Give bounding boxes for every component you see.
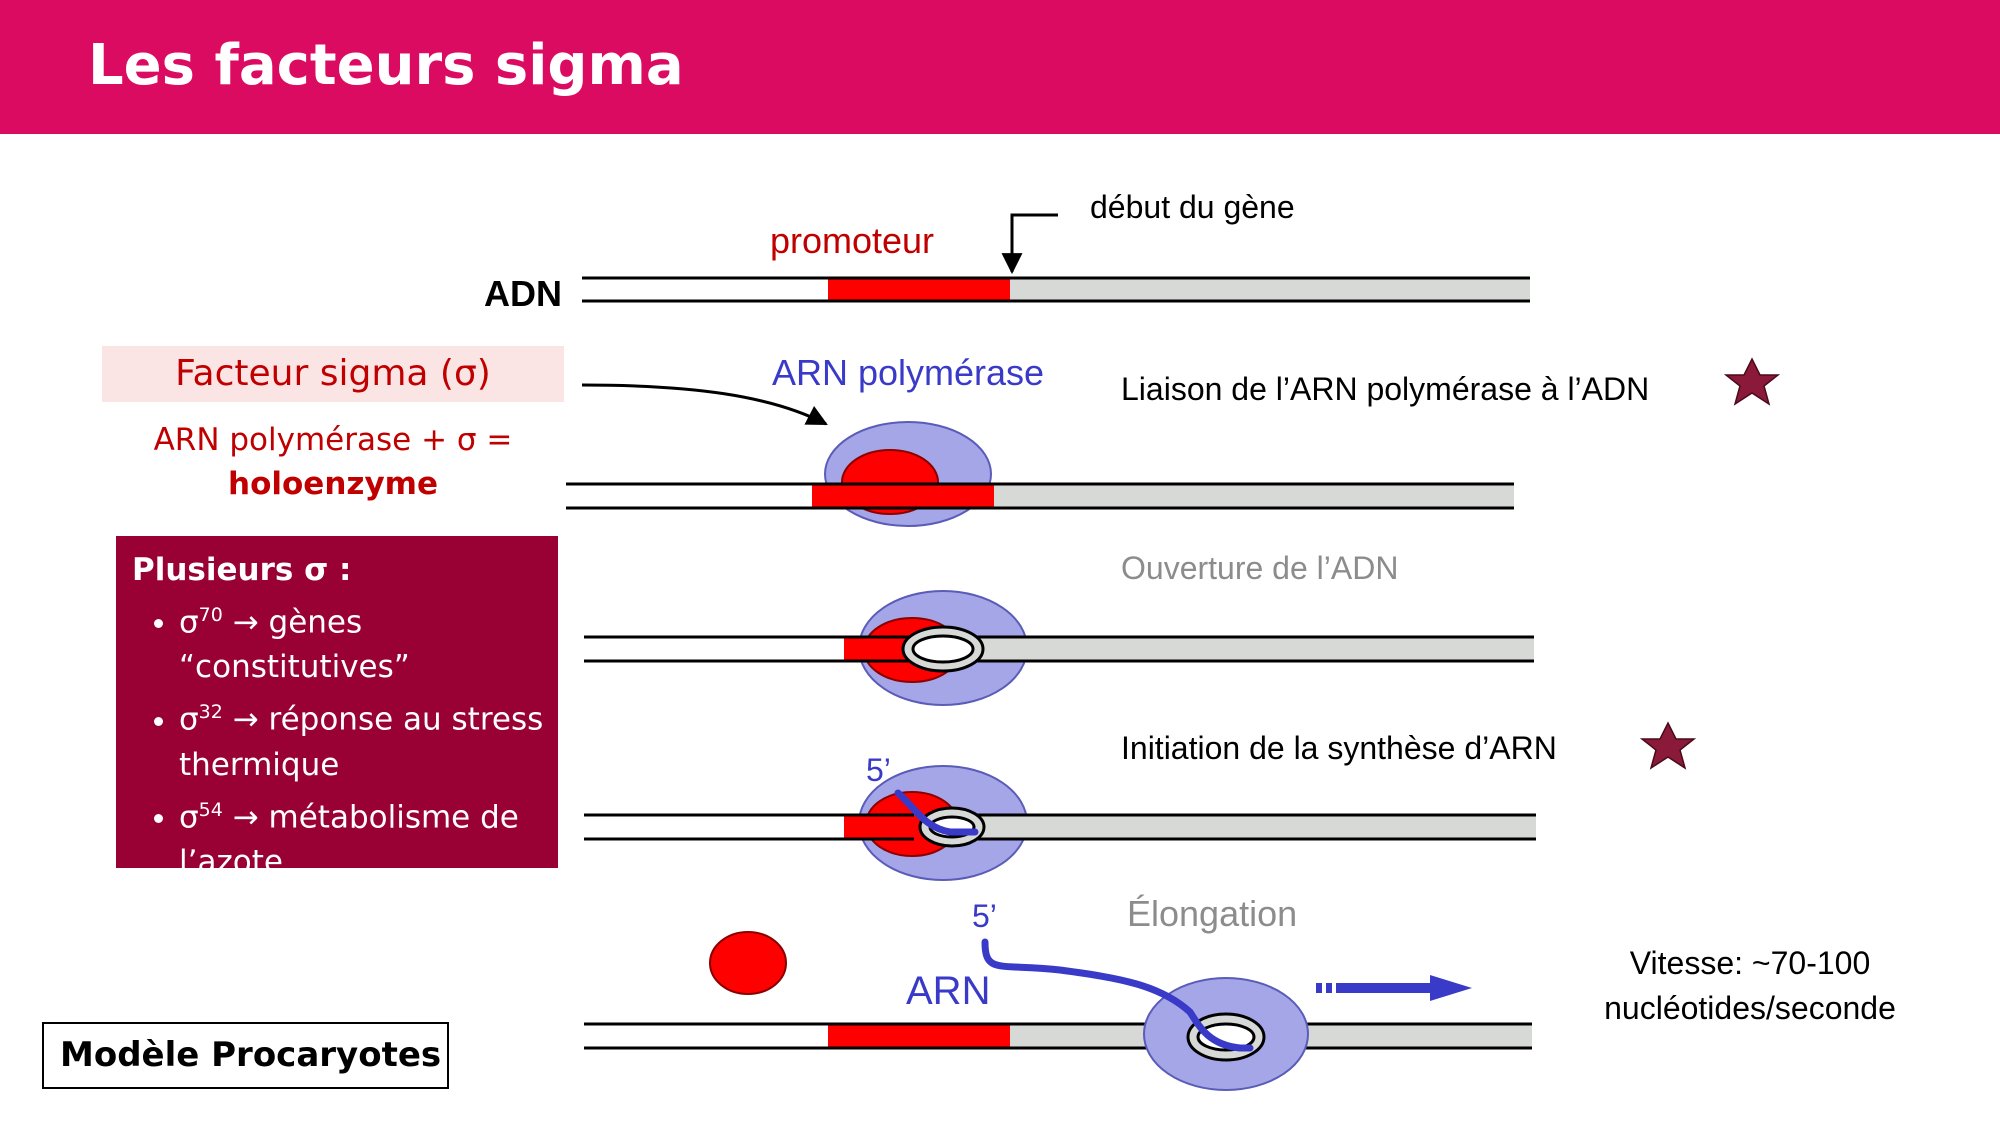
dna-row-1 [582, 276, 1530, 303]
model-label-box: Modèle Procaryotes [42, 1022, 449, 1089]
adn-label: ADN [484, 273, 562, 314]
gene-start-arrow [1001, 213, 1058, 275]
list-item: σ54 → métabolisme de l’azote [179, 788, 558, 885]
title-bar: Les facteurs sigma [0, 0, 2000, 134]
speed-label-line2: nucléotides/seconde [1604, 990, 1896, 1026]
rna-label: ARN [906, 969, 990, 1013]
star-icon [1639, 721, 1697, 770]
sigma-binding-arrow [581, 383, 828, 426]
holoenzyme-line1: ARN polymérase + σ = [153, 422, 513, 458]
list-item: σ32 → réponse au stress thermique [179, 690, 558, 787]
promoteur-label: promoteur [770, 220, 934, 261]
speed-label-line1: Vitesse: ~70-100 [1630, 945, 1870, 981]
holoenzyme-note: ARN polymérase + σ = holoenzyme [102, 418, 564, 506]
list-item: σ70 → gènes “constitutives” [179, 593, 558, 690]
free-sigma-factor [709, 931, 787, 995]
elongation-step-label: Élongation [1127, 893, 1297, 934]
gene-start-label: début du gène [1090, 189, 1295, 225]
dna-row-2 [566, 421, 1514, 527]
binding-step-label: Liaison de l’ARN polymérase à l’ADN [1121, 371, 1649, 407]
polymerase-label: ARN polymérase [772, 352, 1044, 393]
five-prime-label: 5’ [866, 752, 891, 788]
direction-arrow [1316, 975, 1472, 1001]
dna-row-5 [584, 938, 1532, 1091]
rna-strand [981, 938, 1254, 1052]
opening-step-label: Ouverture de l’ADN [1121, 550, 1398, 586]
model-label: Modèle Procaryotes [60, 1035, 442, 1075]
multiple-sigma-box: Plusieurs σ : σ70 → gènes “constitutives… [116, 536, 558, 880]
star-icon [1723, 357, 1781, 406]
initiation-step-label: Initiation de la synthèse d’ARN [1121, 730, 1557, 766]
sigma-list: σ70 → gènes “constitutives” σ32 → répons… [132, 593, 558, 885]
dna-row-3 [584, 590, 1534, 706]
holoenzyme-line2: holoenzyme [228, 466, 438, 502]
dna-row-4 [584, 765, 1536, 881]
five-prime-label: 5’ [972, 898, 997, 934]
sigma-factor-box: Facteur sigma (σ) [102, 346, 564, 402]
rna-strand [894, 789, 979, 836]
multiple-sigma-title: Plusieurs σ : [132, 552, 352, 588]
page-title: Les facteurs sigma [88, 33, 684, 98]
sigma-factor-label: Facteur sigma (σ) [175, 353, 491, 394]
